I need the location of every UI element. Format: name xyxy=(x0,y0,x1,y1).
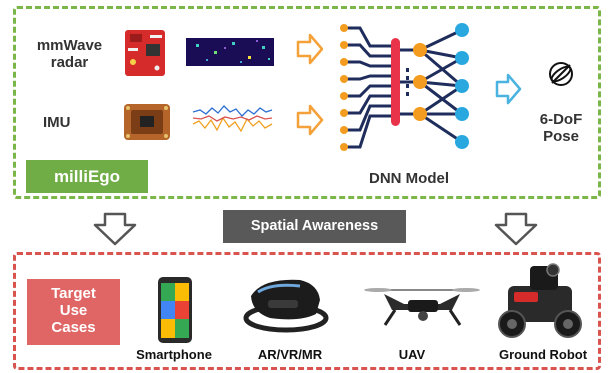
use-case-label-ground-robot: Ground Robot xyxy=(498,347,588,362)
dnn-network-icon xyxy=(340,23,469,151)
spatial-awareness-label: Spatial Awareness xyxy=(223,210,406,243)
target-line2: Use xyxy=(59,302,88,319)
smartphone-icon xyxy=(158,277,192,343)
mmwave-label: mmWave radar xyxy=(22,37,117,71)
output-arrow xyxy=(495,73,522,105)
use-case-label-uav: UAV xyxy=(398,347,426,362)
target-line3: Cases xyxy=(51,319,96,336)
down-arrow-right xyxy=(494,212,538,246)
down-arrow-left xyxy=(93,212,137,246)
milliego-badge: milliEgo xyxy=(26,160,148,193)
ground-robot-icon xyxy=(498,263,582,338)
input-arrow-radar xyxy=(296,33,324,65)
pose-label-line1: 6-DoF xyxy=(539,111,583,128)
pose-icon xyxy=(549,62,573,86)
radar-heatmap-icon xyxy=(186,38,274,66)
target-use-cases-badge: Target Use Cases xyxy=(27,279,120,345)
mmwave-label-line1: mmWave xyxy=(36,37,103,54)
sensing-frame xyxy=(13,6,601,199)
vr-headset-icon xyxy=(243,279,329,333)
imu-signal-icon xyxy=(192,105,273,133)
pose-label-line2: Pose xyxy=(543,128,579,145)
dnn-model-label: DNN Model xyxy=(369,170,449,187)
use-case-label-smartphone: Smartphone xyxy=(136,347,212,362)
imu-chip-icon xyxy=(124,104,170,140)
radar-board-icon xyxy=(125,30,165,76)
drone-icon xyxy=(364,288,480,326)
use-cases-frame xyxy=(13,252,601,370)
target-line1: Target xyxy=(51,285,96,302)
mmwave-label-line2: radar xyxy=(50,54,89,71)
imu-label: IMU xyxy=(43,114,71,131)
pose-label: 6-DoF Pose xyxy=(526,111,596,145)
input-arrow-imu xyxy=(296,104,324,136)
use-case-label-arvrmr: AR/VR/MR xyxy=(257,347,323,362)
